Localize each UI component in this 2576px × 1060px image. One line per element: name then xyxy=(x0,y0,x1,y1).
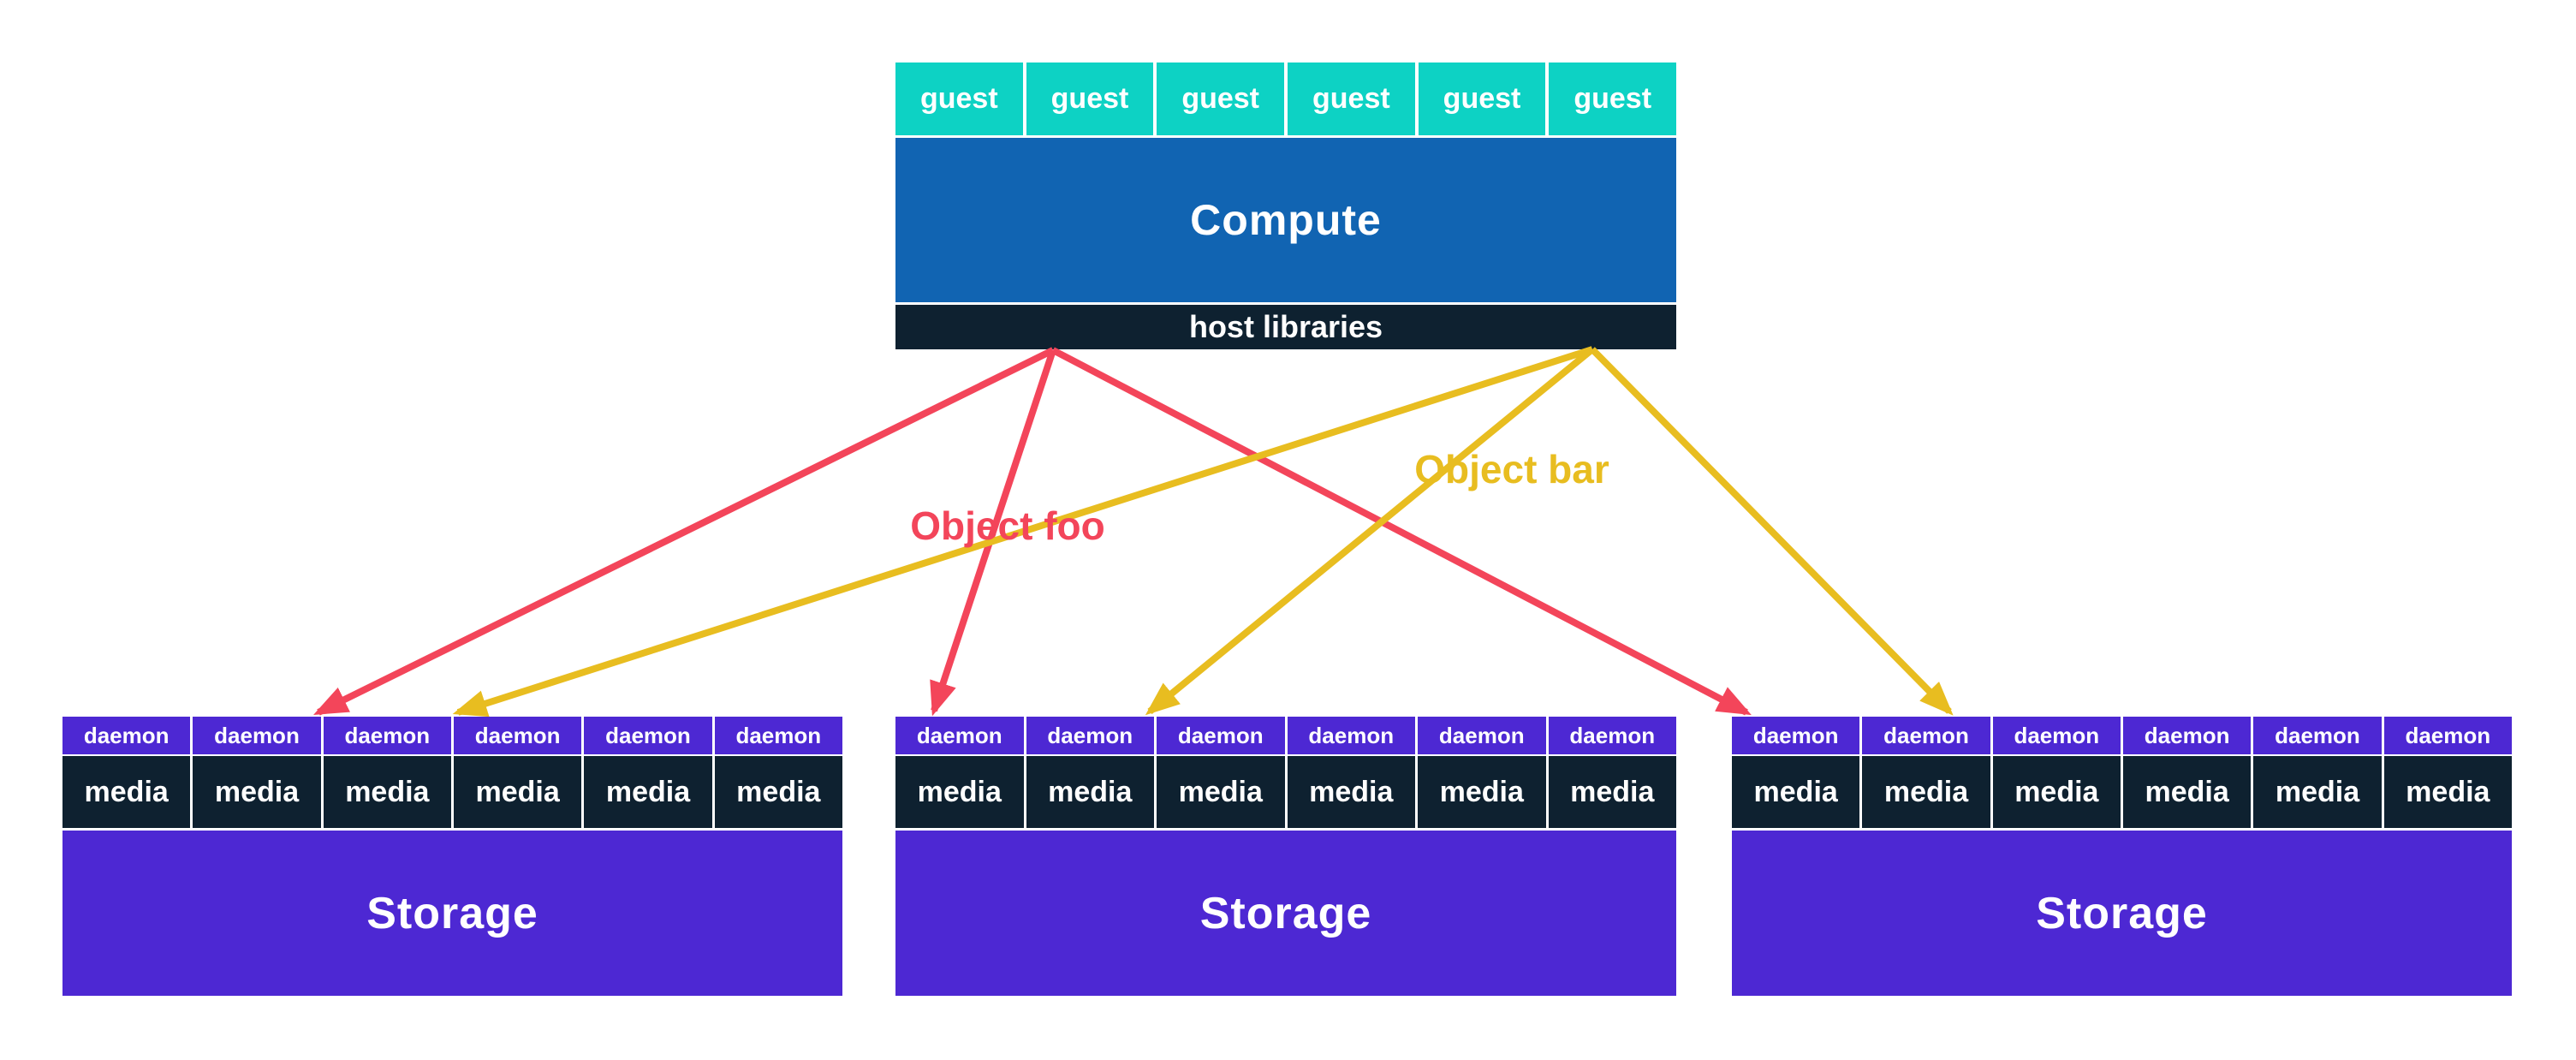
object-bar-arrow-right xyxy=(1590,347,1954,716)
media-box: media xyxy=(1992,756,2121,828)
storage-stack-left: daemon daemon daemon daemon daemon daemo… xyxy=(62,717,842,996)
daemon-box: daemon xyxy=(2253,717,2382,754)
daemon-box: daemon xyxy=(2383,717,2512,754)
media-row: media media media media media media xyxy=(895,756,1676,828)
object-foo-arrow-right xyxy=(1051,347,1752,716)
daemon-box: daemon xyxy=(714,717,842,754)
daemon-box: daemon xyxy=(453,717,582,754)
media-box: media xyxy=(1157,756,1285,828)
media-box: media xyxy=(323,756,451,828)
object-bar-arrow-middle xyxy=(1145,346,1595,716)
daemon-box: daemon xyxy=(1418,717,1546,754)
storage-box: Storage xyxy=(62,831,842,996)
media-box: media xyxy=(714,756,842,828)
daemon-row: daemon daemon daemon daemon daemon daemo… xyxy=(62,717,842,754)
object-foo-label: Object foo xyxy=(910,503,1105,548)
host-libraries-bar: host libraries xyxy=(895,305,1676,349)
daemon-box: daemon xyxy=(584,717,712,754)
daemon-box: daemon xyxy=(1992,717,2121,754)
guest-box: guest xyxy=(1418,63,1546,135)
media-box: media xyxy=(193,756,321,828)
media-box: media xyxy=(2122,756,2252,828)
daemon-box: daemon xyxy=(1732,717,1860,754)
guest-box: guest xyxy=(1549,63,1677,135)
storage-stack-right: daemon daemon daemon daemon daemon daemo… xyxy=(1732,717,2512,996)
media-box: media xyxy=(584,756,712,828)
daemon-row: daemon daemon daemon daemon daemon daemo… xyxy=(895,717,1676,754)
object-bar-label: Object bar xyxy=(1414,447,1609,491)
media-box: media xyxy=(62,756,191,828)
storage-box: Storage xyxy=(1732,831,2512,996)
daemon-row: daemon daemon daemon daemon daemon daemo… xyxy=(1732,717,2512,754)
storage-stack-middle: daemon daemon daemon daemon daemon daemo… xyxy=(895,717,1676,996)
media-box: media xyxy=(1418,756,1546,828)
daemon-box: daemon xyxy=(1862,717,1990,754)
compute-box: Compute xyxy=(895,138,1676,302)
daemon-box: daemon xyxy=(1287,717,1415,754)
media-box: media xyxy=(1548,756,1676,828)
daemon-box: daemon xyxy=(895,717,1024,754)
daemon-box: daemon xyxy=(1026,717,1154,754)
guest-box: guest xyxy=(1157,63,1285,135)
compute-stack: guest guest guest guest guest guest Comp… xyxy=(895,63,1677,349)
guest-box: guest xyxy=(1026,63,1154,135)
media-box: media xyxy=(2253,756,2382,828)
guest-row: guest guest guest guest guest guest xyxy=(895,63,1677,135)
media-box: media xyxy=(1732,756,1860,828)
daemon-box: daemon xyxy=(193,717,321,754)
storage-box: Storage xyxy=(895,831,1676,996)
daemon-box: daemon xyxy=(1548,717,1676,754)
daemon-box: daemon xyxy=(1157,717,1285,754)
media-box: media xyxy=(1862,756,1990,828)
media-box: media xyxy=(1026,756,1154,828)
daemon-box: daemon xyxy=(62,717,191,754)
media-box: media xyxy=(2383,756,2512,828)
media-box: media xyxy=(453,756,582,828)
media-row: media media media media media media xyxy=(62,756,842,828)
guest-box: guest xyxy=(895,63,1023,135)
media-box: media xyxy=(895,756,1024,828)
guest-box: guest xyxy=(1288,63,1415,135)
daemon-box: daemon xyxy=(323,717,451,754)
media-row: media media media media media media xyxy=(1732,756,2512,828)
daemon-box: daemon xyxy=(2122,717,2252,754)
media-box: media xyxy=(1287,756,1415,828)
